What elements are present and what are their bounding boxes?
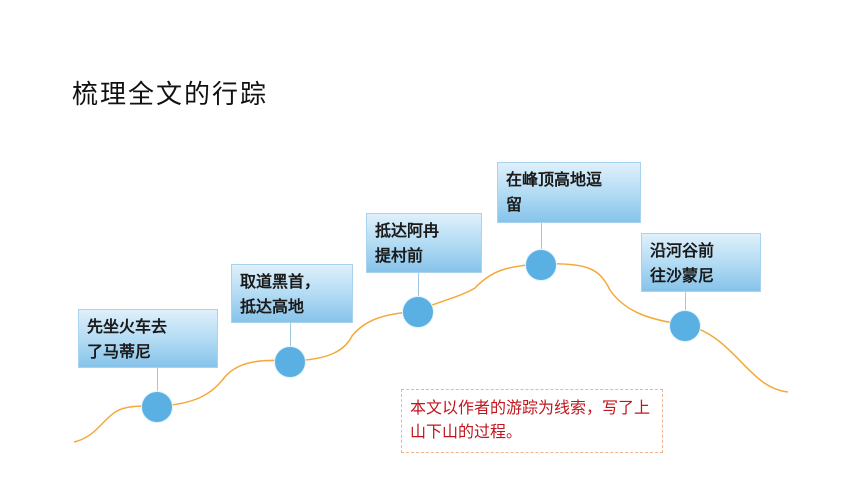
summary-note: 本文以作者的游踪为线索，写了上山下山的过程。 <box>401 389 663 453</box>
stage-box-1: 先坐火车去 了马蒂尼 <box>78 309 218 368</box>
connector-s4 <box>541 223 542 249</box>
stage-box-2: 取道黑首， 抵达高地 <box>231 264 353 323</box>
connector-s2 <box>290 323 291 346</box>
stage-box-5: 沿河谷前 往沙蒙尼 <box>641 233 761 292</box>
stage-dot-5 <box>669 310 701 342</box>
connector-s5 <box>685 292 686 310</box>
stage-box-3: 抵达阿冉 提村前 <box>366 213 482 273</box>
stage-dot-1 <box>141 391 173 423</box>
page-title: 梳理全文的行踪 <box>72 80 269 110</box>
stage-dot-4 <box>525 249 557 281</box>
stage-dot-2 <box>274 346 306 378</box>
stage-box-4: 在峰顶高地逗 留 <box>497 162 641 223</box>
stage-dot-3 <box>402 296 434 328</box>
connector-s3 <box>418 273 419 296</box>
connector-s1 <box>157 368 158 392</box>
